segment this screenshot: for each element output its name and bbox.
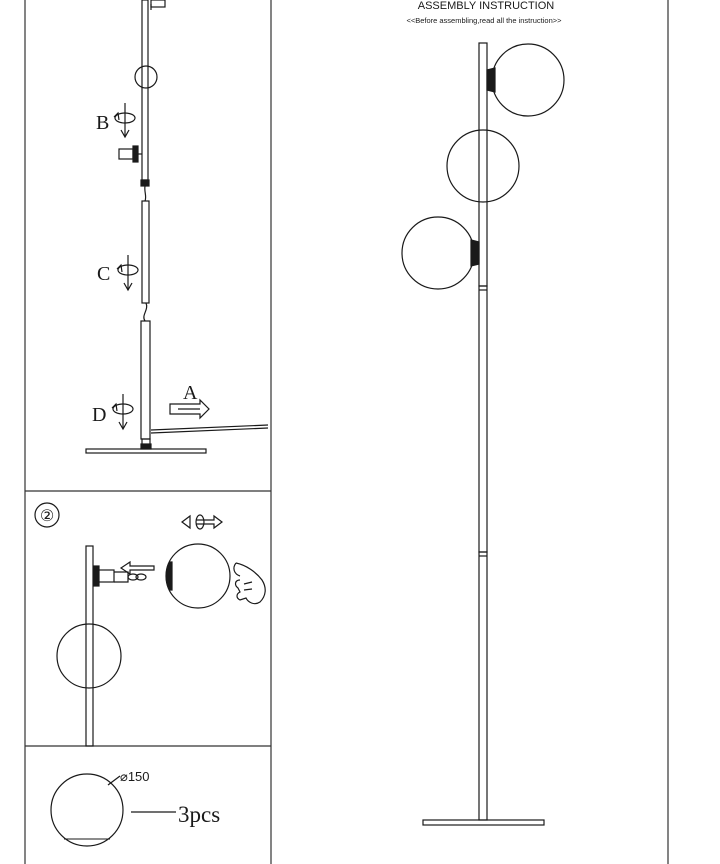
label-a: A — [183, 382, 198, 404]
lamp-socket-right — [486, 67, 496, 93]
page-subtitle: <<Before assembling,read all the instruc… — [406, 16, 562, 25]
rotation-arrow-c — [116, 255, 139, 292]
wire-1 — [144, 185, 147, 202]
globe-ghost — [134, 65, 158, 89]
label-b: B — [96, 112, 109, 134]
step2-socket — [93, 565, 147, 587]
step2-installed-globe — [56, 623, 122, 689]
diameter-leader — [107, 775, 121, 786]
globe-diameter-label: ⌀150 — [120, 769, 150, 784]
lamp-globe-center — [446, 129, 520, 203]
base-hub — [140, 443, 152, 450]
wire-2 — [143, 302, 148, 322]
step2-pole — [85, 545, 94, 747]
rotation-arrow-b — [113, 103, 136, 139]
step2-number: ② — [40, 508, 54, 525]
step2-rotation-arrow — [181, 514, 223, 530]
lamp-base — [422, 819, 545, 826]
rotation-arrow-d — [111, 394, 134, 431]
arrow-a — [169, 398, 210, 420]
pole-connector-1 — [140, 179, 150, 187]
globe-quantity-label: 3pcs — [178, 802, 220, 827]
step2-panel — [34, 502, 266, 747]
step2-insert-arrow — [119, 560, 155, 576]
pole-segment-middle — [141, 200, 150, 304]
top-socket-fragment — [150, 0, 166, 10]
left-panel-frame — [24, 0, 272, 864]
lamp-socket-left — [470, 239, 480, 267]
step2-number-circle — [34, 502, 60, 528]
parts-globe — [50, 773, 124, 847]
label-c: C — [97, 263, 110, 285]
page-title: ASSEMBLY INSTRUCTION — [418, 0, 555, 12]
parts-panel — [50, 773, 176, 847]
socket-mid — [118, 145, 142, 163]
step1-panel — [85, 0, 269, 454]
label-d: D — [92, 404, 106, 426]
assembled-lamp — [401, 42, 565, 826]
globe-neck — [165, 561, 173, 591]
hand-icon — [233, 562, 266, 605]
power-cable — [150, 424, 269, 434]
step1-labels: A B C D — [92, 112, 198, 426]
